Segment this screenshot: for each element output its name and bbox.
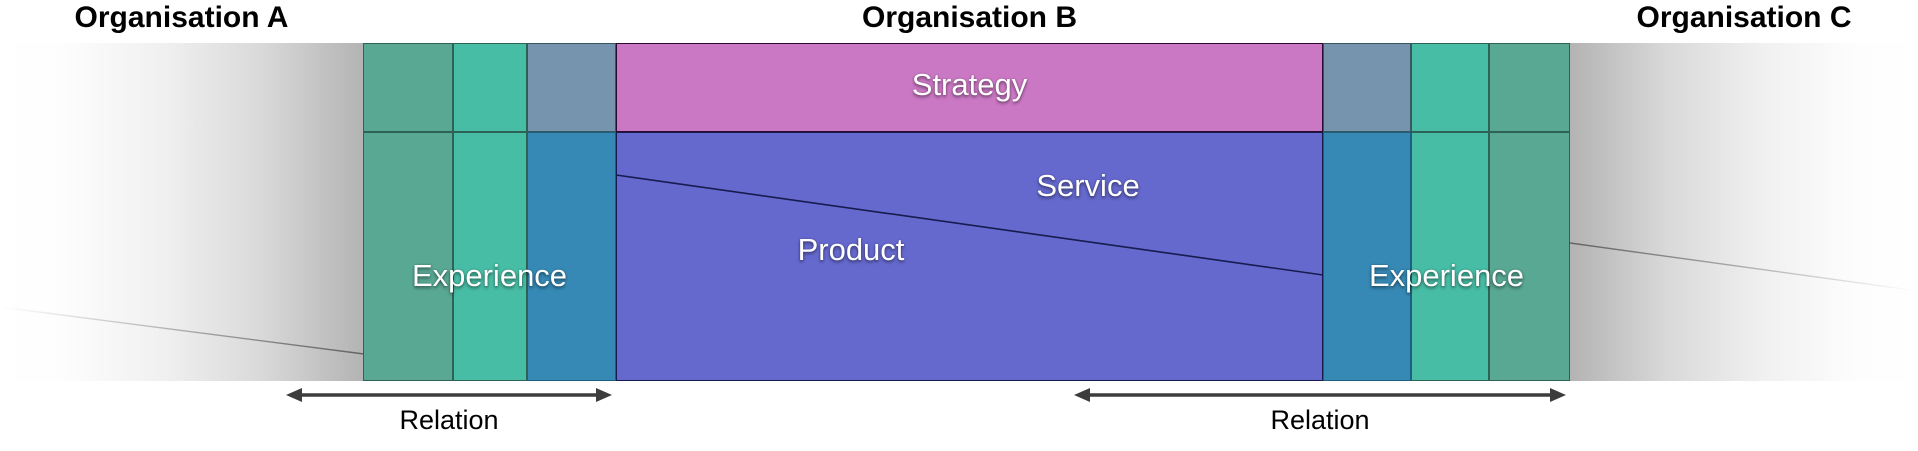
strategy-block[interactable] bbox=[616, 43, 1323, 132]
product-service-block[interactable] bbox=[616, 132, 1323, 381]
experience-label-left: Experience bbox=[411, 258, 568, 293]
org-c-title: Organisation C bbox=[1636, 1, 1852, 34]
exp-a-outer-bottom[interactable] bbox=[363, 132, 453, 381]
interface-c-bottom[interactable] bbox=[1323, 132, 1411, 381]
exp-c-outer-bottom[interactable] bbox=[1489, 132, 1570, 381]
org-b-title: Organisation B bbox=[861, 1, 1078, 34]
relation-right-label: Relation bbox=[1270, 405, 1370, 435]
interface-c-top[interactable] bbox=[1323, 43, 1411, 132]
exp-a-outer-top[interactable] bbox=[363, 43, 453, 132]
relation-right: Relation bbox=[1074, 381, 1566, 451]
strategy-label: Strategy bbox=[911, 67, 1028, 102]
exp-a-inner-bottom[interactable] bbox=[453, 132, 527, 381]
background-left bbox=[0, 43, 364, 381]
exp-c-outer-top[interactable] bbox=[1489, 43, 1570, 132]
interface-a-top[interactable] bbox=[527, 43, 616, 132]
background-right bbox=[1570, 43, 1918, 381]
exp-c-inner-bottom[interactable] bbox=[1411, 132, 1489, 381]
interface-a-bottom[interactable] bbox=[527, 132, 616, 381]
core-b bbox=[616, 43, 1323, 381]
relation-left: Relation bbox=[286, 381, 612, 451]
relation-left-label: Relation bbox=[399, 405, 499, 435]
exp-c-inner-top[interactable] bbox=[1411, 43, 1489, 132]
relation-arrow-left-icon bbox=[286, 388, 612, 402]
diagram-band: Experience Experience bbox=[0, 43, 1918, 381]
experience-label-right: Experience bbox=[1368, 258, 1525, 293]
service-label: Service bbox=[1036, 168, 1140, 203]
exp-a-inner-top[interactable] bbox=[453, 43, 527, 132]
relation-arrow-right-icon bbox=[1074, 388, 1566, 402]
product-label: Product bbox=[797, 232, 905, 267]
org-a-title: Organisation A bbox=[74, 1, 289, 34]
product-service-divider bbox=[616, 174, 1323, 276]
